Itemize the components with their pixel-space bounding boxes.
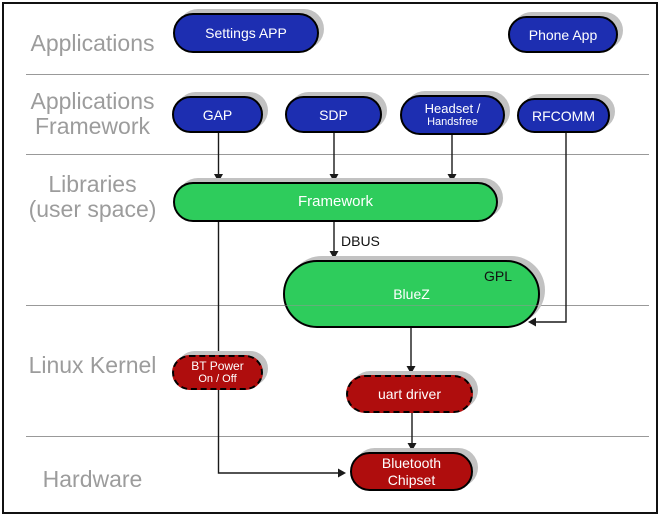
node-label: Handsfree <box>427 116 478 128</box>
layer-divider-applications <box>26 74 649 75</box>
arrowhead-down-sdp <box>329 174 339 182</box>
layer-label-line: Applications <box>30 30 155 56</box>
layer-label-libraries: Libraries (user space) <box>10 172 175 222</box>
layer-label-linux-kernel: Linux Kernel <box>10 353 175 378</box>
node-gap: GAP <box>172 96 263 133</box>
layer-label-line: Applications <box>30 88 155 114</box>
layer-label-line: Libraries <box>48 171 137 197</box>
layer-label-line: (user space) <box>28 196 157 222</box>
arrowhead-down-chipset <box>407 443 417 451</box>
arrowhead-down-gap <box>214 174 223 182</box>
node-label: Settings APP <box>205 25 287 41</box>
node-label: BT Power <box>191 359 244 373</box>
arrow-framework-to-chipset-via-btpower <box>217 222 340 474</box>
arrowhead-down-dbus <box>329 251 339 259</box>
node-label: RFCOMM <box>532 107 595 124</box>
layer-label-line: Hardware <box>42 466 143 492</box>
node-sdp: SDP <box>285 96 382 133</box>
node-label: On / Off <box>198 373 237 385</box>
node-rfcomm: RFCOMM <box>517 98 610 133</box>
node-bt-power-on-off: BT Power On / Off <box>172 355 263 390</box>
layer-divider-kernel <box>26 436 649 437</box>
node-uart-driver: uart driver <box>346 375 473 413</box>
arrowhead-down-headset <box>447 174 457 182</box>
node-bluetooth-chipset: Bluetooth Chipset <box>350 452 473 491</box>
node-label: Bluetooth <box>381 454 442 471</box>
node-settings-app: Settings APP <box>173 13 319 53</box>
node-label: uart driver <box>377 386 442 402</box>
arrowhead-left-rfcomm <box>528 317 536 327</box>
layer-divider-over-bluez <box>285 305 538 306</box>
layer-label-line: Linux Kernel <box>28 352 157 378</box>
node-framework: Framework <box>173 182 498 222</box>
node-bluez: GPL BlueZ <box>283 260 540 328</box>
node-label: Chipset <box>387 471 436 488</box>
node-label: Framework <box>297 193 373 210</box>
node-label: GAP <box>202 106 233 123</box>
layer-label-hardware: Hardware <box>10 467 175 492</box>
node-label: Headset / <box>424 101 481 116</box>
node-label: Phone App <box>528 26 598 43</box>
arrowhead-right-chipset <box>338 468 346 478</box>
node-label: SDP <box>319 106 348 123</box>
node-phone-app: Phone App <box>508 16 618 53</box>
arrowhead-down-uart <box>406 366 416 374</box>
arrow-rfcomm-to-bluez <box>532 133 567 323</box>
layer-label-applications: Applications <box>10 31 175 56</box>
layer-label-applications-framework: Applications Framework <box>10 89 175 139</box>
dbus-edge-label: DBUS <box>341 233 380 249</box>
node-headset-handsfree: Headset / Handsfree <box>400 95 505 135</box>
gpl-license-badge: GPL <box>483 268 512 284</box>
node-label: BlueZ <box>393 286 430 302</box>
layer-divider-framework <box>26 154 649 155</box>
layer-label-line: Framework <box>34 113 150 139</box>
